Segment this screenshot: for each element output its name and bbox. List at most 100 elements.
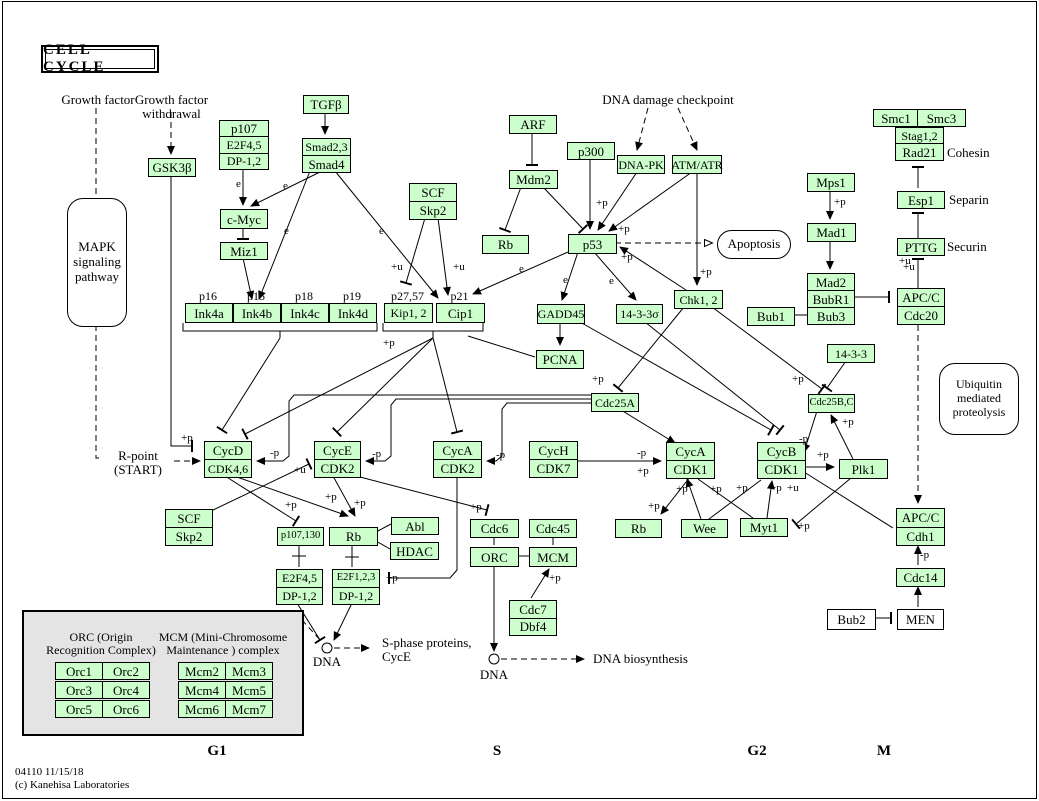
mcm7[interactable]: Mcm7	[225, 700, 273, 718]
dna-pk[interactable]: DNA-PK	[617, 155, 665, 174]
mcm4[interactable]: Mcm4	[178, 681, 226, 699]
mcm5[interactable]: Mcm5	[225, 681, 273, 699]
mcm3[interactable]: Mcm3	[225, 662, 273, 680]
cych-cdk7-row-1[interactable]: CDK7	[530, 459, 577, 477]
mcm2[interactable]: Mcm2	[178, 662, 226, 680]
scf-skp2-upper-row-0[interactable]: SCF	[421, 185, 445, 200]
scf-skp2-lower-row-1[interactable]: Skp2	[166, 527, 212, 545]
apcc-cdc20-row-0[interactable]: APC/C	[902, 290, 940, 305]
cycd-cdk46-row-0[interactable]: CycD	[212, 443, 244, 458]
scf-skp2-upper-row-1[interactable]: Skp2	[410, 201, 456, 219]
men[interactable]: MEN	[897, 609, 944, 630]
cyca-cdk1-row-0[interactable]: CycA	[675, 444, 706, 459]
smad23-smad4-row-1[interactable]: Smad4	[303, 155, 350, 172]
arf[interactable]: ARF	[509, 115, 557, 134]
mad1[interactable]: Mad1	[807, 223, 856, 242]
pcna[interactable]: PCNA	[536, 350, 584, 369]
mcm-node[interactable]: MCM	[529, 547, 577, 567]
atm-atr[interactable]: ATM/ATR	[671, 155, 723, 174]
p107-e2f45-dp12-row-0[interactable]: p107	[231, 121, 257, 137]
rb-right[interactable]: Rb	[615, 519, 662, 538]
mad2-bubr1-bub3-row-2[interactable]: Bub3	[808, 307, 854, 324]
p300[interactable]: p300	[567, 142, 615, 160]
abl[interactable]: Abl	[391, 517, 439, 535]
kip12[interactable]: Kip1, 2	[384, 303, 433, 323]
orc2[interactable]: Orc2	[102, 662, 150, 680]
ink4b[interactable]: Ink4b	[233, 303, 281, 323]
p53[interactable]: p53	[568, 234, 617, 254]
ink4a[interactable]: Ink4a	[185, 303, 233, 323]
smc1[interactable]: Smc1	[873, 109, 919, 127]
cycd-cdk46-row-1[interactable]: CDK4,6	[205, 459, 251, 477]
cycb-cdk1-row-1[interactable]: CDK1	[758, 460, 805, 478]
orc3[interactable]: Orc3	[55, 681, 103, 699]
wee[interactable]: Wee	[681, 519, 728, 538]
chk12[interactable]: Chk1, 2	[674, 290, 723, 309]
apcc-cdh1-row-0[interactable]: APC/C	[901, 510, 940, 526]
cdc25bc[interactable]: Cdc25B,C	[808, 394, 855, 413]
orc1[interactable]: Orc1	[55, 662, 103, 680]
apcc-cdc20-row-1[interactable]: Cdc20	[898, 306, 944, 324]
rb-upper[interactable]: Rb	[482, 235, 529, 254]
scf-skp2-lower-row-0[interactable]: SCF	[177, 511, 201, 526]
cdc45[interactable]: Cdc45	[529, 519, 577, 538]
ink4c[interactable]: Ink4c	[281, 303, 329, 323]
smad23-smad4-row-0[interactable]: Smad2,3	[305, 140, 348, 154]
ink4d[interactable]: Ink4d	[329, 303, 377, 323]
p107130[interactable]: p107,130	[277, 527, 324, 546]
hdac[interactable]: HDAC	[390, 542, 439, 560]
orc6[interactable]: Orc6	[102, 700, 150, 718]
e2f45-dp12-row-0[interactable]: E2F4,5	[281, 571, 317, 586]
mad2-bubr1-bub3-row-0[interactable]: Mad2	[815, 274, 847, 290]
cyce-cdk2-row-0[interactable]: CycE	[323, 443, 352, 458]
p107-e2f45-dp12-row-1[interactable]: E2F4,5	[220, 136, 268, 152]
rb-mid[interactable]: Rb	[329, 527, 378, 546]
cych-cdk7-row-0[interactable]: CycH	[538, 443, 569, 458]
apoptosis[interactable]: Apoptosis	[717, 230, 791, 259]
cdc7-dbf4-row-0[interactable]: Cdc7	[519, 601, 547, 617]
gadd45[interactable]: GADD45	[537, 304, 585, 324]
cyca-cdk2-row-0[interactable]: CycA	[442, 443, 473, 458]
esp1[interactable]: Esp1	[897, 191, 945, 209]
mcm6[interactable]: Mcm6	[178, 700, 226, 718]
cdc7-dbf4-row-1[interactable]: Dbf4	[510, 617, 556, 636]
myt1[interactable]: Myt1	[740, 518, 788, 537]
tgfb[interactable]: TGFβ	[303, 95, 349, 114]
bub2[interactable]: Bub2	[827, 609, 876, 630]
plk1[interactable]: Plk1	[839, 459, 888, 479]
mad2-bubr1-bub3-row-1[interactable]: BubR1	[808, 290, 854, 307]
e2f123-dp12-row-1[interactable]: DP-1,2	[333, 586, 379, 605]
e2f123-dp12-row-0[interactable]: E2F1,2,3	[336, 572, 376, 583]
14-3-3sigma[interactable]: 14-3-3σ	[616, 304, 663, 324]
14-3-3[interactable]: 14-3-3	[827, 344, 875, 363]
miz1[interactable]: Miz1	[220, 242, 268, 260]
cyca-cdk2-row-1[interactable]: CDK2	[434, 459, 481, 477]
orc-node[interactable]: ORC	[470, 547, 519, 567]
p107-e2f45-dp12-row-2[interactable]: DP-1,2	[220, 152, 268, 169]
cdc25a[interactable]: Cdc25A	[591, 393, 639, 412]
apcc-cdh1-row-1[interactable]: Cdh1	[897, 526, 944, 546]
cdc6[interactable]: Cdc6	[470, 519, 519, 538]
smc3[interactable]: Smc3	[917, 109, 966, 127]
cycb-cdk1-row-0[interactable]: CycB	[766, 444, 797, 459]
pttg[interactable]: PTTG	[897, 238, 945, 256]
c-myc[interactable]: c-Myc	[220, 209, 268, 229]
cip1[interactable]: Cip1	[436, 303, 485, 323]
